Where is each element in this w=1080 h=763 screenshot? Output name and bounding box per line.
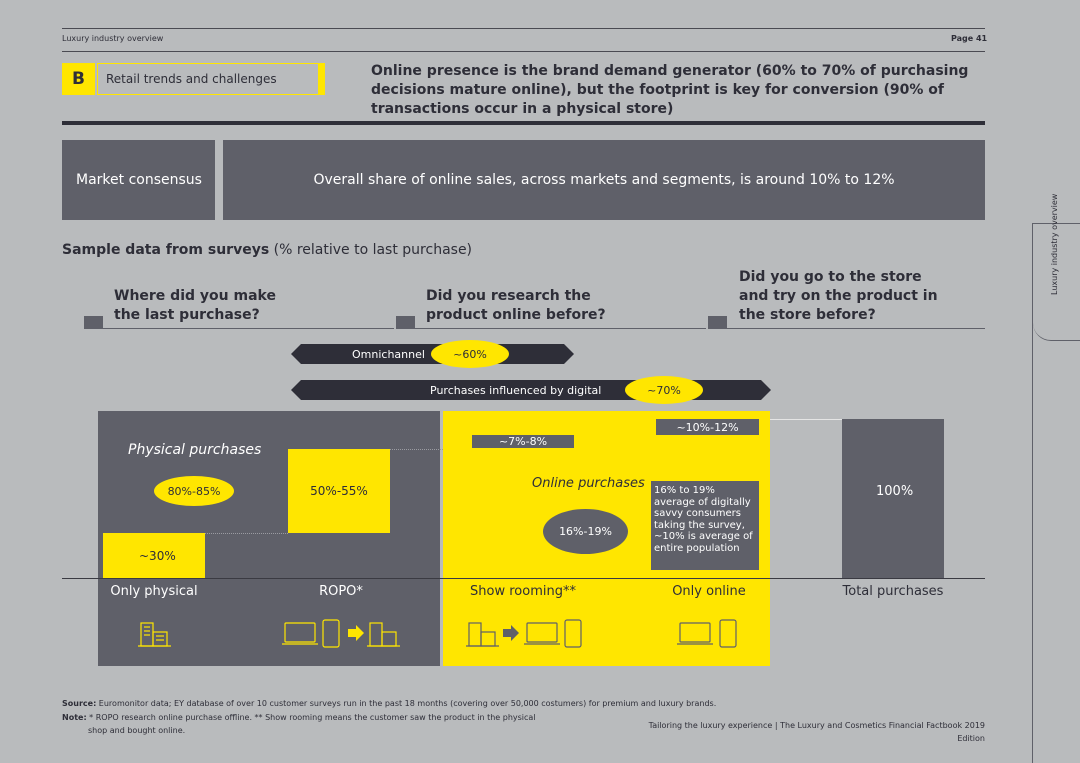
category-only-physical: Only physical	[110, 584, 198, 599]
footer-edition: Tailoring the luxury experience | The Lu…	[648, 721, 985, 743]
sample-heading-bold: Sample data from surveys	[62, 242, 270, 258]
online-icons	[677, 619, 737, 648]
category-only-online: Only online	[672, 584, 746, 599]
digital-influence-label: Purchases influenced by digital	[430, 384, 602, 397]
ropo-connector	[205, 533, 288, 534]
omnichannel-value: ~60%	[431, 340, 509, 368]
category-ropo: ROPO*	[319, 584, 363, 599]
total-connector	[770, 419, 842, 420]
side-tab[interactable]	[1033, 223, 1080, 341]
store-icon	[138, 622, 171, 647]
category-show-rooming: Show rooming**	[470, 584, 576, 599]
category-total: Total purchases	[842, 584, 944, 599]
total-value: 100%	[876, 484, 914, 499]
header-section-title: Luxury industry overview	[62, 34, 164, 43]
total-bar	[842, 419, 944, 578]
physical-oval: 80%-85%	[154, 476, 234, 506]
showrooming-icons	[466, 619, 582, 648]
market-consensus-text: Overall share of online sales, across ma…	[223, 140, 985, 220]
sample-heading-rest: (% relative to last purchase)	[269, 242, 473, 258]
headline: Online presence is the brand demand gene…	[371, 63, 969, 117]
top-rule	[62, 28, 985, 29]
side-tab-label: Luxury industry overview	[1050, 193, 1059, 295]
header-rule	[62, 51, 985, 52]
page-number: Page 41	[951, 34, 988, 43]
ropo-bar: 50%-55%	[288, 449, 390, 533]
footer-note: Note: * ROPO research online purchase of…	[62, 711, 582, 724]
online-note: 16% to 19% average of digitally savvy co…	[651, 481, 759, 570]
question-rule-1	[84, 328, 394, 329]
only-online-bar: ~10%-12%	[656, 419, 759, 435]
omnichannel-label: Omnichannel	[352, 348, 425, 361]
headline-rule	[62, 121, 985, 125]
source-label: Source:	[62, 699, 97, 708]
only-physical-bar: ~30%	[103, 533, 205, 578]
question-marker-1	[84, 316, 103, 328]
note-label: Note:	[62, 713, 87, 722]
online-purchases-label: Online purchases	[532, 476, 645, 491]
market-consensus-label: Market consensus	[62, 140, 215, 220]
showroom-bar: ~7%-8%	[472, 435, 574, 448]
sample-heading: Sample data from surveys (% relative to …	[62, 242, 472, 258]
question-marker-2	[396, 316, 415, 328]
section-label-text: Retail trends and challenges	[106, 72, 277, 86]
footer-note-cont: shop and bought online.	[88, 726, 186, 735]
section-label: Retail trends and challenges	[97, 63, 325, 95]
side-tab-line	[1032, 223, 1033, 763]
chart-baseline	[62, 578, 985, 579]
showroom-connector	[390, 449, 443, 450]
footer-source: Source: Euromonitor data; EY database of…	[62, 697, 962, 710]
online-oval: 16%-19%	[543, 509, 628, 554]
source-text: Euromonitor data; EY database of over 10…	[96, 699, 717, 708]
question-research-online: Did you research the product online befo…	[426, 288, 606, 323]
question-store-try: Did you go to the store and try on the p…	[739, 269, 938, 323]
question-last-purchase: Where did you make the last purchase?	[114, 288, 276, 323]
question-marker-3	[708, 316, 727, 328]
digital-influence-value: ~70%	[625, 376, 703, 404]
note-text: * ROPO research online purchase offline.…	[86, 713, 536, 722]
section-letter: B	[62, 63, 95, 95]
ropo-icons	[282, 619, 400, 648]
question-rule-3	[708, 328, 985, 329]
physical-purchases-label: Physical purchases	[128, 442, 262, 458]
question-rule-2	[396, 328, 706, 329]
